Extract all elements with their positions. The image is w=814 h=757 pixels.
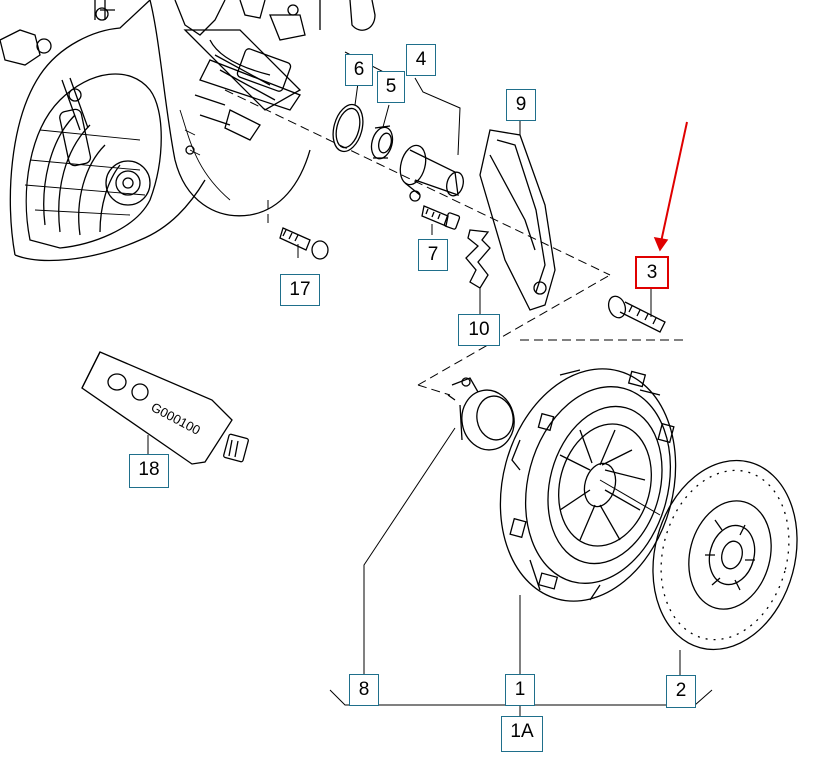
- callout-17[interactable]: 17: [280, 274, 320, 306]
- callout-1[interactable]: 1: [505, 674, 535, 706]
- part-17-bolt: [279, 227, 329, 260]
- callout-8[interactable]: 8: [349, 674, 379, 706]
- callout-4[interactable]: 4: [406, 44, 436, 76]
- callout-2[interactable]: 2: [666, 675, 696, 708]
- part-7-bolt: [421, 205, 461, 230]
- callout-9[interactable]: 9: [506, 89, 536, 121]
- callout-7[interactable]: 7: [418, 239, 448, 271]
- part-10-clip: [465, 229, 491, 289]
- part-3-bolt: [607, 295, 666, 333]
- gearbox-housing: [0, 0, 376, 262]
- leader-lines: [147, 51, 713, 716]
- red-pointer-arrow: [653, 121, 688, 252]
- grease-tube-label: G000100: [149, 399, 203, 437]
- part-9-release-lever: [479, 129, 556, 311]
- callout-10[interactable]: 10: [458, 314, 500, 346]
- part-1-pressure-plate: [499, 368, 677, 602]
- assembly-axis-lines: [224, 89, 688, 396]
- part-6-oring: [332, 103, 364, 153]
- part-5-seal: [370, 125, 394, 160]
- part-2-clutch-disc: [652, 459, 798, 651]
- callout-18[interactable]: 18: [129, 454, 169, 488]
- part-4-guide-sleeve: [399, 144, 464, 202]
- part-8-release-bearing: [447, 377, 515, 451]
- callout-3-selected[interactable]: 3: [635, 256, 669, 289]
- callout-1A[interactable]: 1A: [501, 716, 543, 752]
- part-18-grease-tube: G000100: [81, 351, 249, 465]
- callout-6[interactable]: 6: [345, 54, 373, 86]
- callout-5[interactable]: 5: [377, 71, 405, 103]
